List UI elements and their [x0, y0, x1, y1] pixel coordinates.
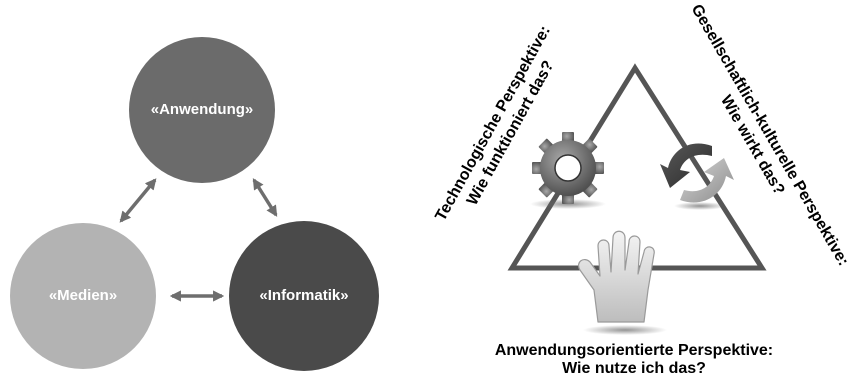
node-medien: «Medien» [10, 223, 156, 369]
node-informatik: «Informatik» [229, 221, 379, 371]
hand-icon [578, 230, 667, 335]
connector-anwendung-medien [119, 178, 157, 223]
application-perspective-line1: Anwendungsorientierte Perspektive: [495, 342, 773, 359]
societal-perspective-line1: Gesellschaftlich-kulturelle Perspektive: [688, 2, 852, 269]
connector-anwendung-informatik [252, 178, 278, 217]
node-informatik-circle [229, 221, 379, 371]
left-diagram: «Anwendung» «Medien» «Informatik» [10, 37, 379, 371]
node-anwendung-label: «Anwendung» [151, 101, 254, 118]
technological-perspective-line1: Technologische Perspektive: [432, 23, 554, 224]
gear-icon [530, 132, 606, 209]
node-medien-circle [10, 223, 156, 369]
node-anwendung: «Anwendung» [129, 37, 275, 183]
node-medien-label: «Medien» [49, 287, 117, 304]
node-informatik-label: «Informatik» [259, 287, 348, 304]
societal-perspective: Gesellschaftlich-kulturelle Perspektive:… [688, 2, 852, 269]
application-perspective: Anwendungsorientierte Perspektive: Wie n… [495, 342, 773, 377]
cycle-arrows-icon [660, 143, 734, 210]
node-anwendung-circle [129, 37, 275, 183]
application-perspective-line2: Wie nutze ich das? [562, 360, 706, 377]
right-diagram: Technologische Perspektive: Wie funktion… [432, 2, 851, 377]
